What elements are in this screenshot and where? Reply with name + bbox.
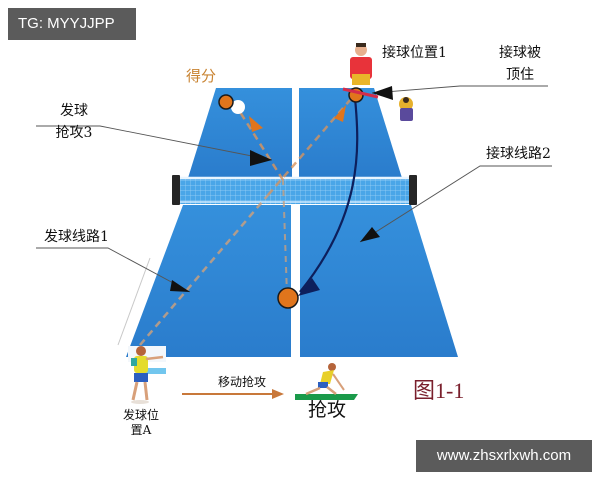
serve-attack-route — [139, 99, 351, 346]
figure-caption: 图1-1 — [413, 378, 465, 403]
attack-route-dashed — [282, 179, 288, 296]
server-player-icon — [128, 346, 166, 404]
pointer-arrowhead-icon — [170, 280, 190, 292]
pointer-arrowhead-icon — [250, 150, 272, 166]
label-serve-position-a-line2: 置A — [130, 423, 152, 437]
attacking-player-icon — [295, 363, 358, 400]
net-mesh — [180, 178, 412, 204]
label-receive-blocked-line1: 接球被 — [499, 45, 541, 61]
blocker-player-icon — [399, 97, 413, 121]
table-near-half — [126, 205, 458, 357]
pointer-serve-attack-3 — [36, 125, 273, 161]
net — [172, 175, 417, 205]
label-serve-position-a-line1: 发球位 — [122, 408, 159, 422]
net-post-left — [172, 175, 180, 205]
pointer-serve-route-1 — [36, 247, 191, 293]
label-score: 得分 — [186, 67, 217, 85]
move-attack-arrowhead-icon — [272, 389, 284, 399]
label-move-attack: 移动抢攻 — [218, 375, 267, 389]
serve-route-to-receiver-dashed — [267, 99, 351, 196]
watermark-top-left: TG: MYYJJPP — [8, 8, 136, 40]
label-serve-attack-3-line2: 抢攻3 — [55, 125, 93, 141]
pointer-arrowhead-icon — [372, 86, 393, 100]
receiver-paddle-icon — [342, 87, 379, 99]
label-receive-blocked-line2: 顶住 — [506, 67, 534, 83]
table-far-right — [299, 88, 402, 178]
score-ball-icon — [218, 94, 234, 110]
label-serve-route-1: 发球线路1 — [44, 229, 109, 245]
green-mat — [295, 394, 358, 400]
table-near-right — [300, 205, 458, 357]
watermark-bottom-right: www.zhsxrlxwh.com — [416, 440, 592, 472]
label-pointers — [36, 85, 552, 293]
label-receive-blocked: 接球被 顶住 — [490, 45, 550, 84]
table-far-half — [188, 88, 402, 178]
pointer-receive-blocked — [371, 85, 548, 94]
table-far-left — [188, 88, 292, 178]
label-serve-attack-3: 发球 抢攻3 — [46, 103, 102, 142]
table-edge-shadow — [117, 257, 151, 346]
orange-arrowhead-icon — [249, 116, 263, 132]
receive-route-arrowhead-icon — [298, 278, 320, 296]
orange-arrowhead-icon — [334, 105, 346, 122]
label-serve-attack-3-line1: 发球 — [60, 103, 88, 119]
table-near-left — [126, 205, 291, 357]
serve-route-1-dashed — [139, 194, 269, 346]
pointer-receive-route-2 — [359, 165, 552, 243]
receive-route-2-curve — [299, 97, 359, 293]
label-attack: 抢攻 — [308, 399, 347, 421]
pointer-arrowhead-icon — [360, 227, 380, 242]
attack-route-to-score-dashed — [238, 111, 285, 181]
landing-ball-icon — [277, 287, 299, 309]
receiver-player-icon — [350, 43, 372, 85]
ball-shadow-icon — [231, 100, 245, 114]
label-receive-route-2: 接球线路2 — [486, 146, 551, 162]
label-receive-position-1: 接球位置1 — [382, 45, 447, 61]
net-post-right — [409, 175, 417, 205]
label-serve-position-a: 发球位 置A — [118, 408, 164, 438]
